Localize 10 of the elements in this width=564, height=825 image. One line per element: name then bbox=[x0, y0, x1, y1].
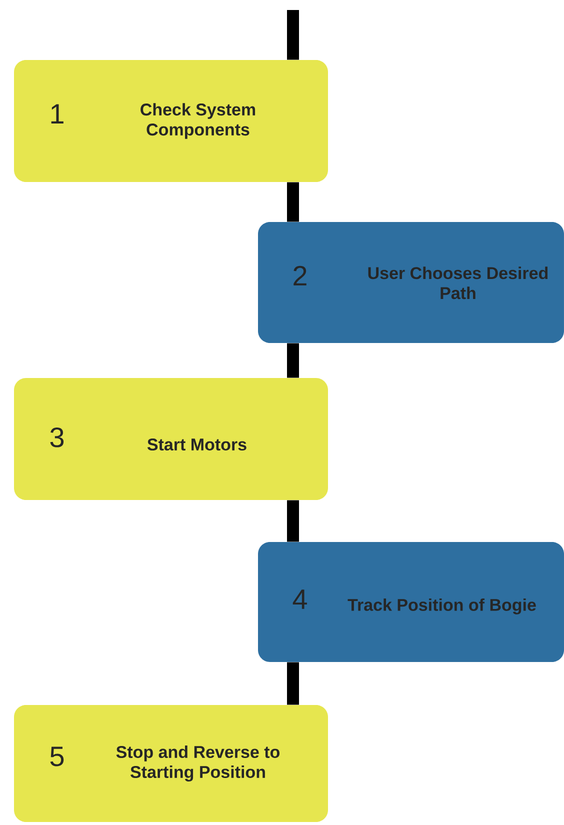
connector-line bbox=[287, 662, 299, 705]
connector-line bbox=[287, 182, 299, 222]
connector-line bbox=[287, 500, 299, 542]
process-box: 2 User Chooses Desired Path bbox=[258, 222, 564, 343]
process-box: 4 Track Position of Bogie bbox=[258, 542, 564, 662]
process-box: 3 Start Motors bbox=[14, 378, 328, 500]
process-box: 1 Check System Components bbox=[14, 60, 328, 182]
connector-line bbox=[287, 10, 299, 60]
process-box: 5 Stop and Reverse to Starting Position bbox=[14, 705, 328, 822]
connector-line bbox=[287, 343, 299, 378]
